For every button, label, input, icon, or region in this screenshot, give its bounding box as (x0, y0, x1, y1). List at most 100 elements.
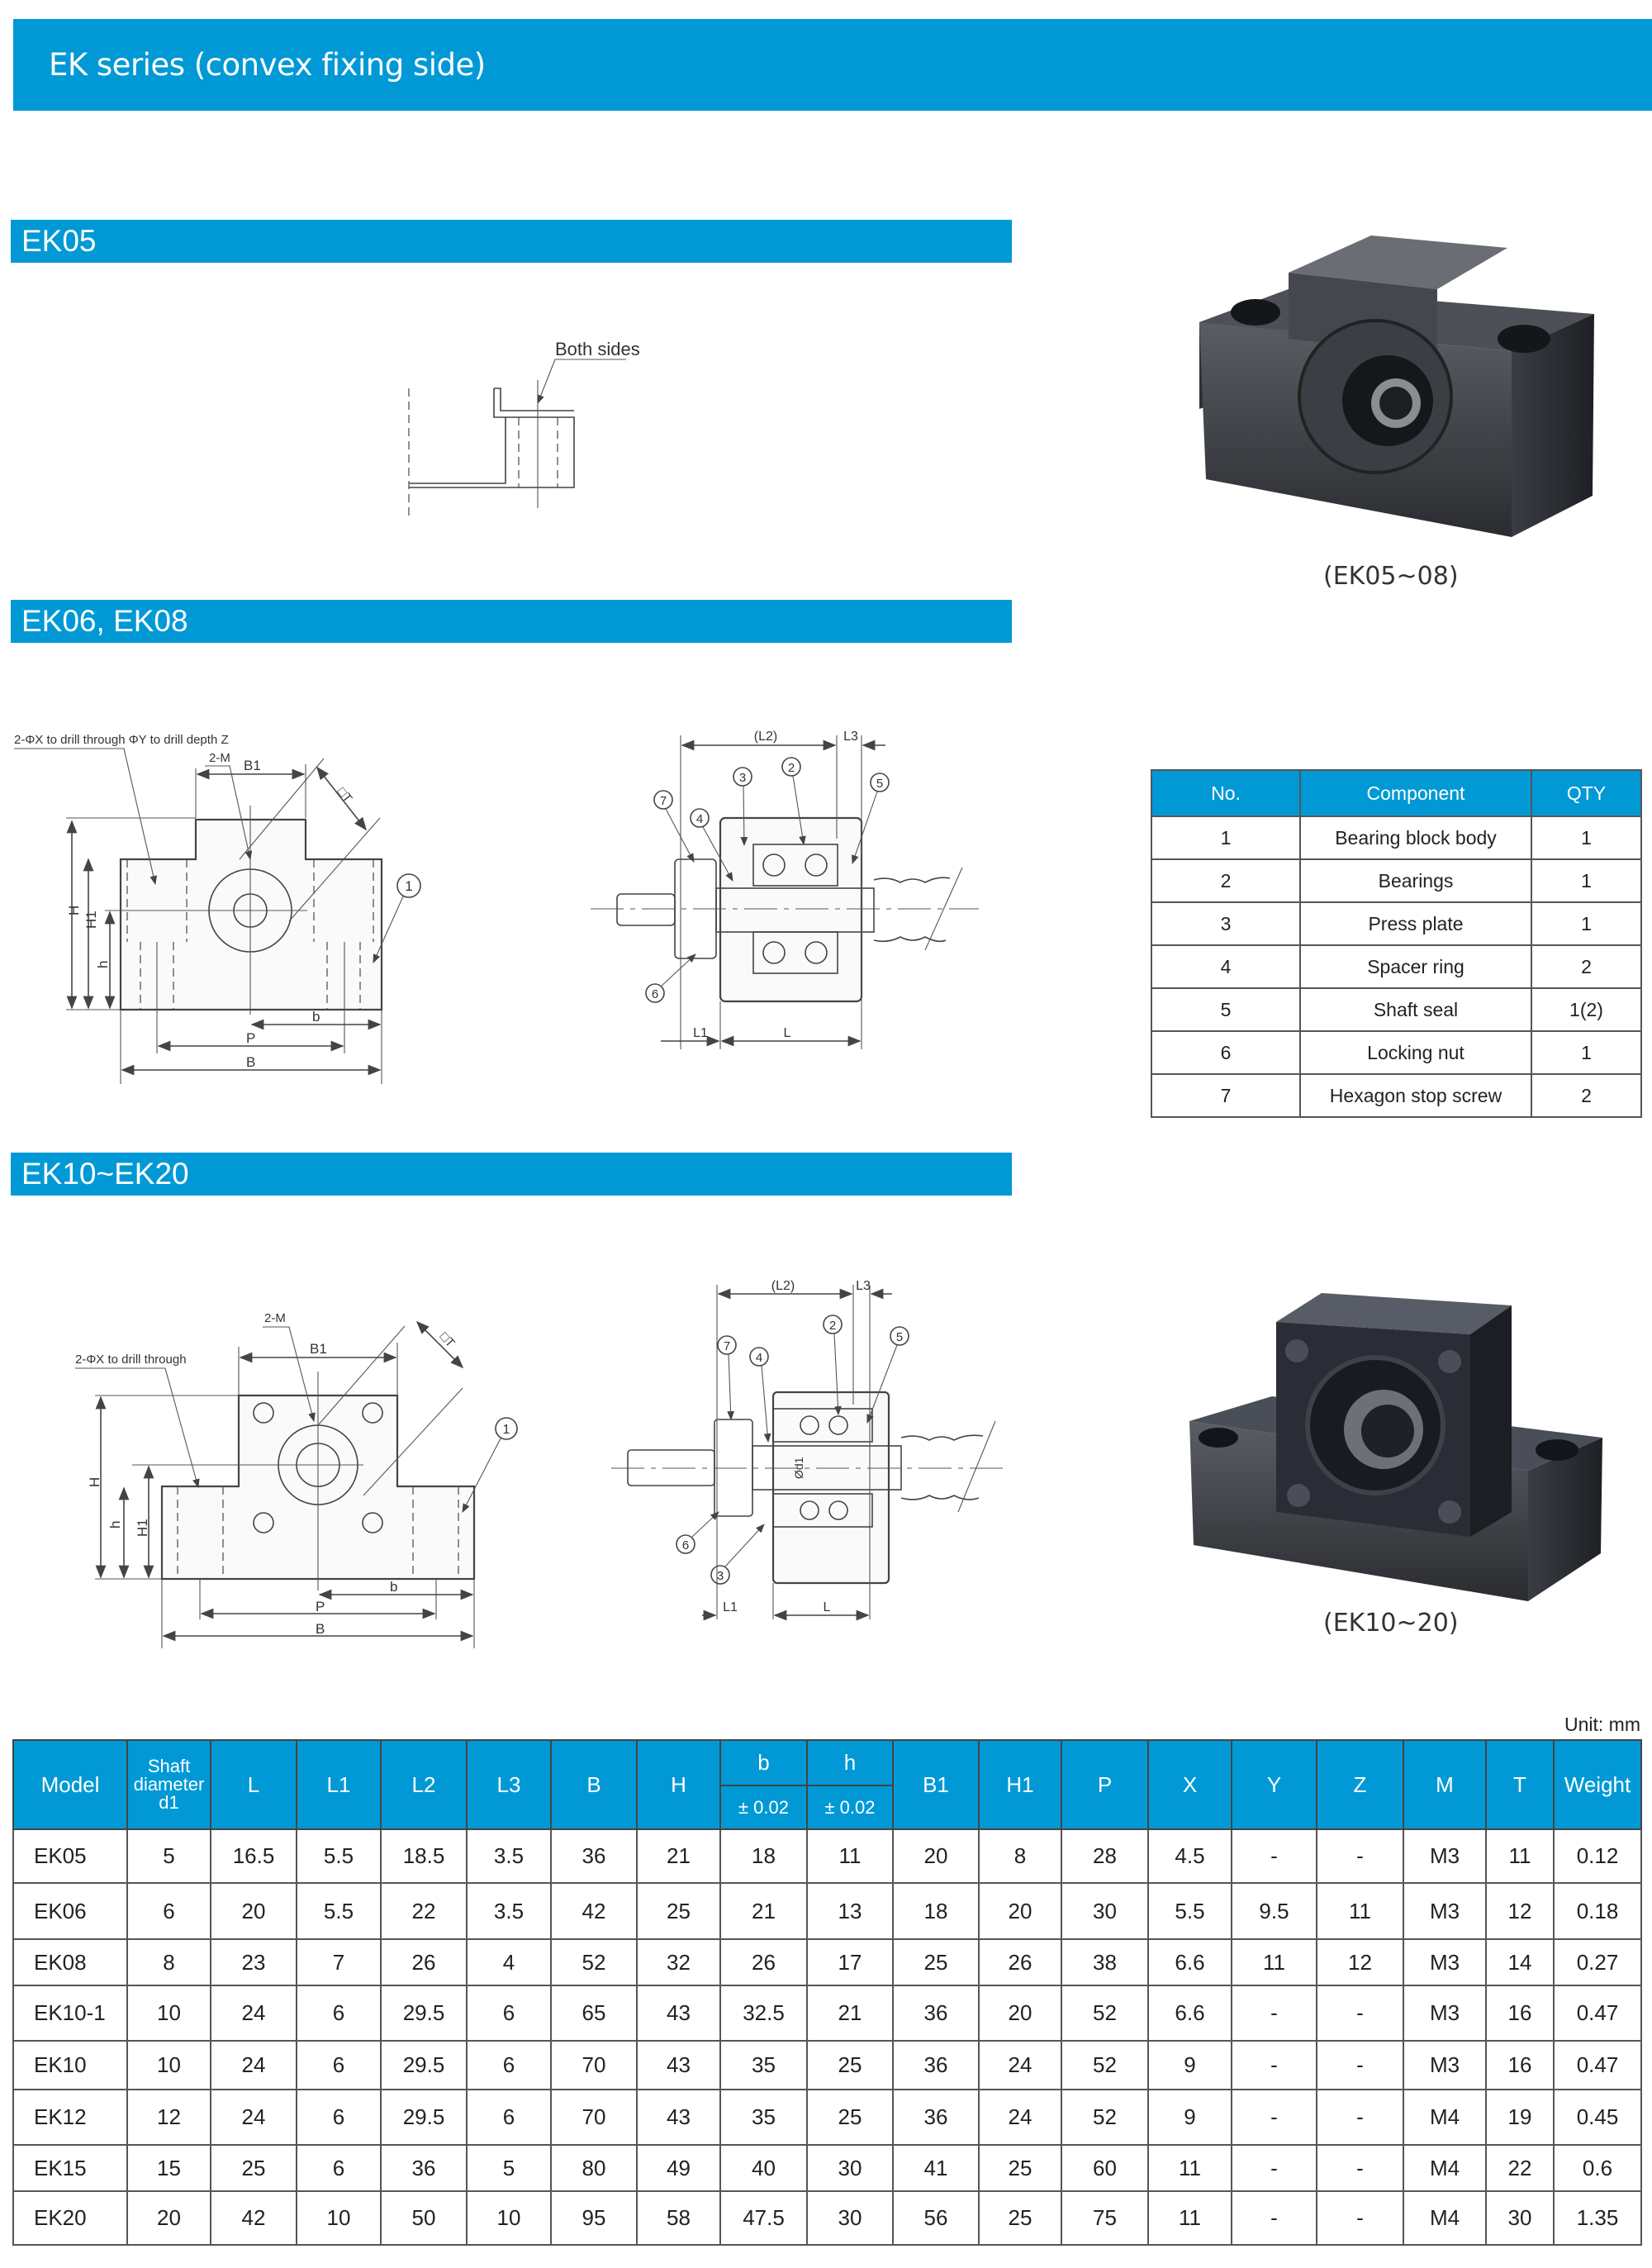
component-name: Shaft seal (1299, 987, 1532, 1032)
spec-cell: 25 (210, 2144, 297, 2192)
spec-cell: 20 (978, 1882, 1062, 1940)
spec-cell: 16 (1485, 1985, 1555, 2042)
spec-cell: 0.47 (1553, 1985, 1642, 2042)
spec-cell: 11 (1316, 1882, 1404, 1940)
spec-cell: 26 (380, 1938, 468, 1986)
spec-cell: - (1231, 2190, 1317, 2246)
ek10-front-view: H h H1 B1 2-ΦX to drill through 2-M □T 1… (75, 1311, 518, 1648)
dim-bw-label: B (316, 1621, 325, 1637)
spec-cell: M3 (1403, 1882, 1487, 1940)
component-qty: 1 (1531, 1030, 1642, 1075)
spec-cell: 7 (296, 1938, 382, 1986)
dim-l-label: L (784, 1026, 791, 1040)
spec-cell: 18 (892, 1882, 980, 1940)
spec-cell: 0.12 (1553, 1828, 1642, 1884)
spec-cell: 41 (892, 2144, 980, 2192)
col-l2: L2 (380, 1739, 468, 1830)
balloon-5: 5 (870, 773, 890, 792)
spec-cell: 3.5 (466, 1828, 552, 1884)
thread-label: 2-M (264, 1311, 286, 1325)
spec-cell: 5.5 (1147, 1882, 1232, 1940)
spec-cell: M4 (1403, 2190, 1487, 2246)
spec-cell: 21 (806, 1985, 894, 2042)
spec-cell: M3 (1403, 1828, 1487, 1884)
spec-cell: 6 (466, 1985, 552, 2042)
col-y: Y (1231, 1739, 1317, 1830)
balloon-7: 7 (717, 1335, 737, 1355)
spec-cell: 28 (1061, 1828, 1149, 1884)
spec-cell: 56 (892, 2190, 980, 2246)
balloon-2: 2 (823, 1315, 843, 1334)
spec-cell: 12 (126, 2089, 211, 2146)
photo-caption-ek10: (EK10~20) (1323, 1609, 1459, 1638)
spec-cell: 75 (1061, 2190, 1149, 2246)
spec-cell: 20 (978, 1985, 1062, 2042)
hole-note: 2-ΦX to drill through ΦY to drill depth … (14, 733, 229, 747)
col-model: Model (12, 1739, 128, 1830)
spec-cell: 8 (126, 1938, 211, 1986)
spec-cell: 0.47 (1553, 2040, 1642, 2090)
spec-cell: 10 (126, 1985, 211, 2042)
spec-cell: 52 (1061, 2089, 1149, 2146)
spec-cell: 20 (210, 1882, 297, 1940)
dim-h1-label: H1 (135, 1519, 150, 1537)
spec-cell: 17 (806, 1938, 894, 1986)
ek06-front-view: H H1 h B1 2-ΦX to drill through ΦY to dr… (14, 733, 421, 1084)
spec-cell: 25 (978, 2144, 1062, 2192)
spec-cell: 0.27 (1553, 1938, 1642, 1986)
component-name: Press plate (1299, 901, 1532, 946)
spec-cell: 21 (719, 1882, 808, 1940)
spec-cell: 25 (892, 1938, 980, 1986)
spec-cell: 16 (1485, 2040, 1555, 2090)
component-no: 2 (1151, 858, 1301, 903)
balloon-1: 1 (503, 1423, 510, 1437)
spec-cell: 58 (636, 2190, 721, 2246)
component-name: Hexagon stop screw (1299, 1073, 1532, 1118)
spec-cell: 50 (380, 2190, 468, 2246)
spec-cell: 95 (550, 2190, 638, 2246)
svg-text:2: 2 (829, 1319, 836, 1333)
shaft-header-line1: Shaft (147, 1756, 191, 1776)
spec-cell: 70 (550, 2040, 638, 2090)
both-sides-note: Both sides (555, 339, 640, 359)
component-name: Bearings (1299, 858, 1532, 903)
spec-cell: 10 (296, 2190, 382, 2246)
model-cell: EK10-1 (12, 1985, 128, 2042)
svg-text:3: 3 (717, 1569, 724, 1583)
spec-cell: M3 (1403, 1938, 1487, 1986)
hole-note: 2-ΦX to drill through (75, 1353, 187, 1367)
spec-cell: 43 (636, 2040, 721, 2090)
spec-cell: 49 (636, 2144, 721, 2192)
component-qty: 1(2) (1531, 987, 1642, 1032)
spec-cell: 24 (978, 2089, 1062, 2146)
spec-cell: 11 (1147, 2190, 1232, 2246)
spec-cell: - (1231, 1828, 1317, 1884)
col-l: L (210, 1739, 297, 1830)
product-photo-ek10 (1189, 1293, 1602, 1601)
balloon-3: 3 (733, 767, 752, 787)
col-h1: H1 (978, 1739, 1062, 1830)
spec-cell: 24 (978, 2040, 1062, 2090)
component-qty: 1 (1531, 901, 1642, 946)
component-name: Locking nut (1299, 1030, 1532, 1075)
spec-cell: 42 (550, 1882, 638, 1940)
spec-cell: 25 (978, 2190, 1062, 2246)
ek05-drawing: Both sides (408, 339, 640, 521)
spec-cell: 0.6 (1553, 2144, 1642, 2192)
spec-cell: 0.45 (1553, 2089, 1642, 2146)
spec-cell: 6.6 (1147, 1985, 1232, 2042)
spec-cell: 43 (636, 1985, 721, 2042)
dim-h-label: H (87, 1477, 102, 1487)
spec-cell: 1.35 (1553, 2190, 1642, 2246)
spec-cell: 26 (978, 1938, 1062, 1986)
col-l3: L3 (466, 1739, 552, 1830)
spec-cell: 8 (978, 1828, 1062, 1884)
component-no: 1 (1151, 815, 1301, 860)
